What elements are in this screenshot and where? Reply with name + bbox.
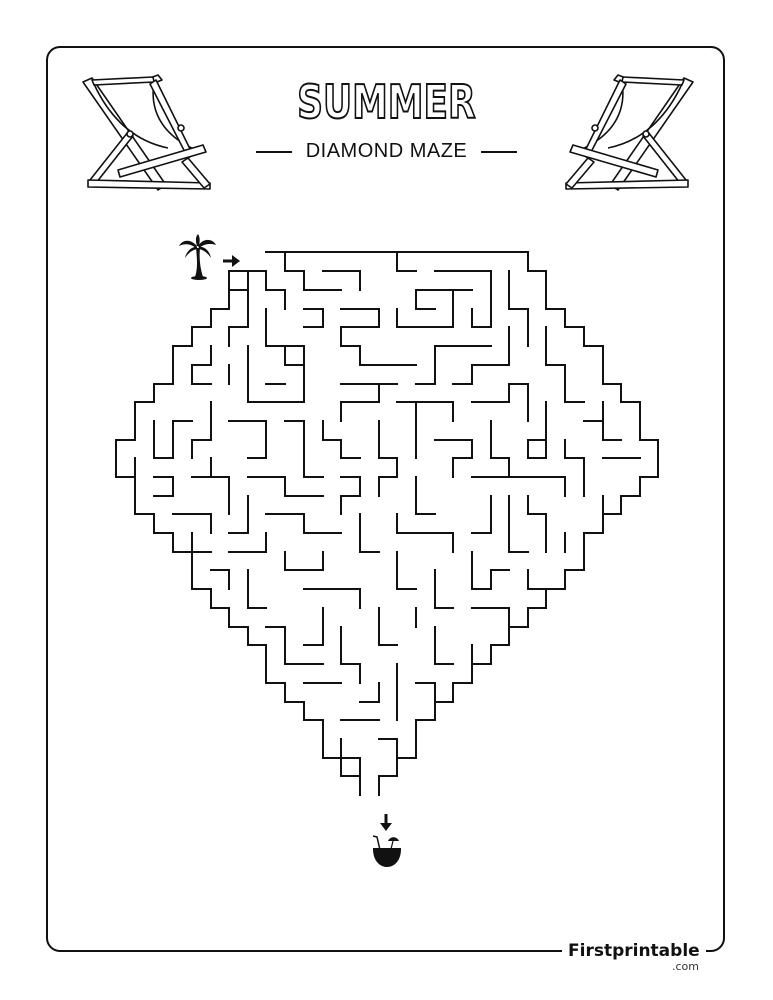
divider-right: [481, 150, 518, 153]
divider-left: [255, 150, 292, 153]
subtitle-row: DIAMOND MAZE: [0, 140, 773, 163]
palm-tree-icon: [179, 234, 216, 280]
beach-chair-icon: [82, 74, 211, 191]
maze-outer-wall: [115, 270, 361, 796]
beach-chair-icon: [565, 74, 694, 191]
page-title: SUMMER: [296, 74, 476, 130]
arrow-down-icon: [380, 814, 392, 831]
arrow-right-icon: [223, 255, 240, 267]
page-frame: [46, 46, 725, 952]
maze-outer-wall: [265, 251, 659, 796]
brand-logo: Firstprintable: [562, 940, 706, 962]
coconut-drink-icon: [372, 835, 401, 867]
brand-domain: .com: [672, 960, 699, 973]
page-subtitle: DIAMOND MAZE: [305, 140, 468, 162]
